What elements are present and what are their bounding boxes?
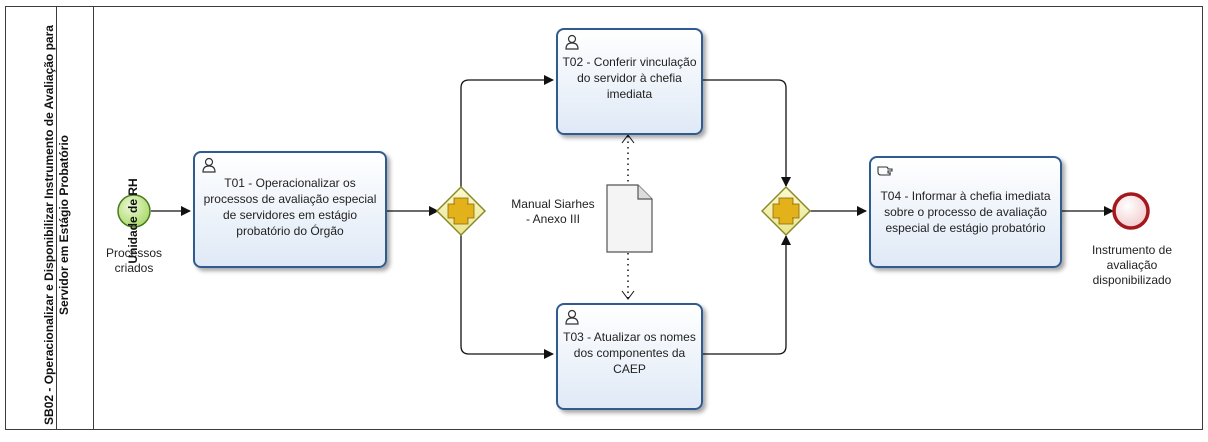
task-t03-label: T03 - Atualizar os nomes dos componentes…	[563, 330, 696, 376]
manual-task-icon	[877, 166, 893, 176]
task-t04-label: T04 - Informar à chefia imediata sobre o…	[880, 189, 1051, 235]
flow-t03-to-join	[703, 235, 791, 355]
end-event[interactable]	[1112, 192, 1150, 230]
data-object[interactable]	[606, 184, 653, 253]
process-diagram	[117, 75, 1150, 359]
user-task-icon	[565, 34, 579, 50]
data-object-label: Manual Siarhes - Anexo III	[511, 197, 595, 226]
task-t01-label: T01 - Operacionalizar os processos de av…	[203, 176, 377, 238]
flow-t02-to-join	[703, 79, 791, 187]
task-t03[interactable]: T03 - Atualizar os nomes dos componentes…	[556, 303, 703, 410]
end-event-label: Instrumento de avaliação disponibilizado	[1091, 243, 1173, 287]
task-t04[interactable]: T04 - Informar à chefia imediata sobre o…	[869, 156, 1062, 268]
lane-header: Unidade de RH	[57, 6, 140, 430]
task-t01[interactable]: T01 - Operacionalizar os processos de av…	[193, 151, 387, 268]
parallel-gateway-split[interactable]	[435, 185, 487, 237]
association-t03-arrowhead	[621, 290, 635, 300]
user-task-icon	[202, 157, 216, 173]
pool	[5, 6, 1203, 430]
flow-split-to-t02	[460, 75, 554, 188]
parallel-gateway-join[interactable]	[760, 185, 812, 237]
task-t02-label: T02 - Conferir vinculação do servidor à …	[562, 55, 697, 101]
start-event[interactable]	[117, 194, 151, 228]
user-task-icon	[565, 309, 579, 325]
association-t02-arrowhead	[621, 134, 635, 144]
flow-split-to-t03	[460, 234, 554, 359]
start-event-label: Processos criados	[105, 246, 163, 275]
pool-header: SB02 - Operacionalizar e Disponibilizar …	[5, 6, 71, 430]
task-t02[interactable]: T02 - Conferir vinculação do servidor à …	[556, 28, 703, 135]
